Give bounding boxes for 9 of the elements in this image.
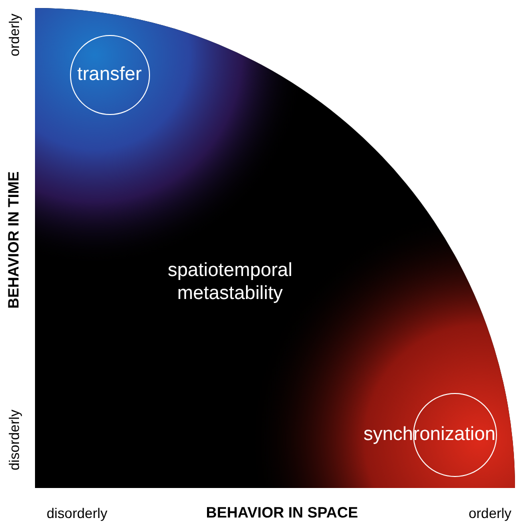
axis-label: disorderly [6,410,22,470]
center-label: spatiotemporal metastability [166,260,294,306]
circle-node [70,35,150,115]
axis-label: disorderly [46,505,108,521]
region-label: transfer [77,64,142,86]
axis-label: orderly [468,505,512,521]
axis-title: BEHAVIOR IN TIME [6,171,22,309]
axis-title: BEHAVIOR IN SPACE [206,504,358,522]
axis-label: orderly [6,14,22,56]
